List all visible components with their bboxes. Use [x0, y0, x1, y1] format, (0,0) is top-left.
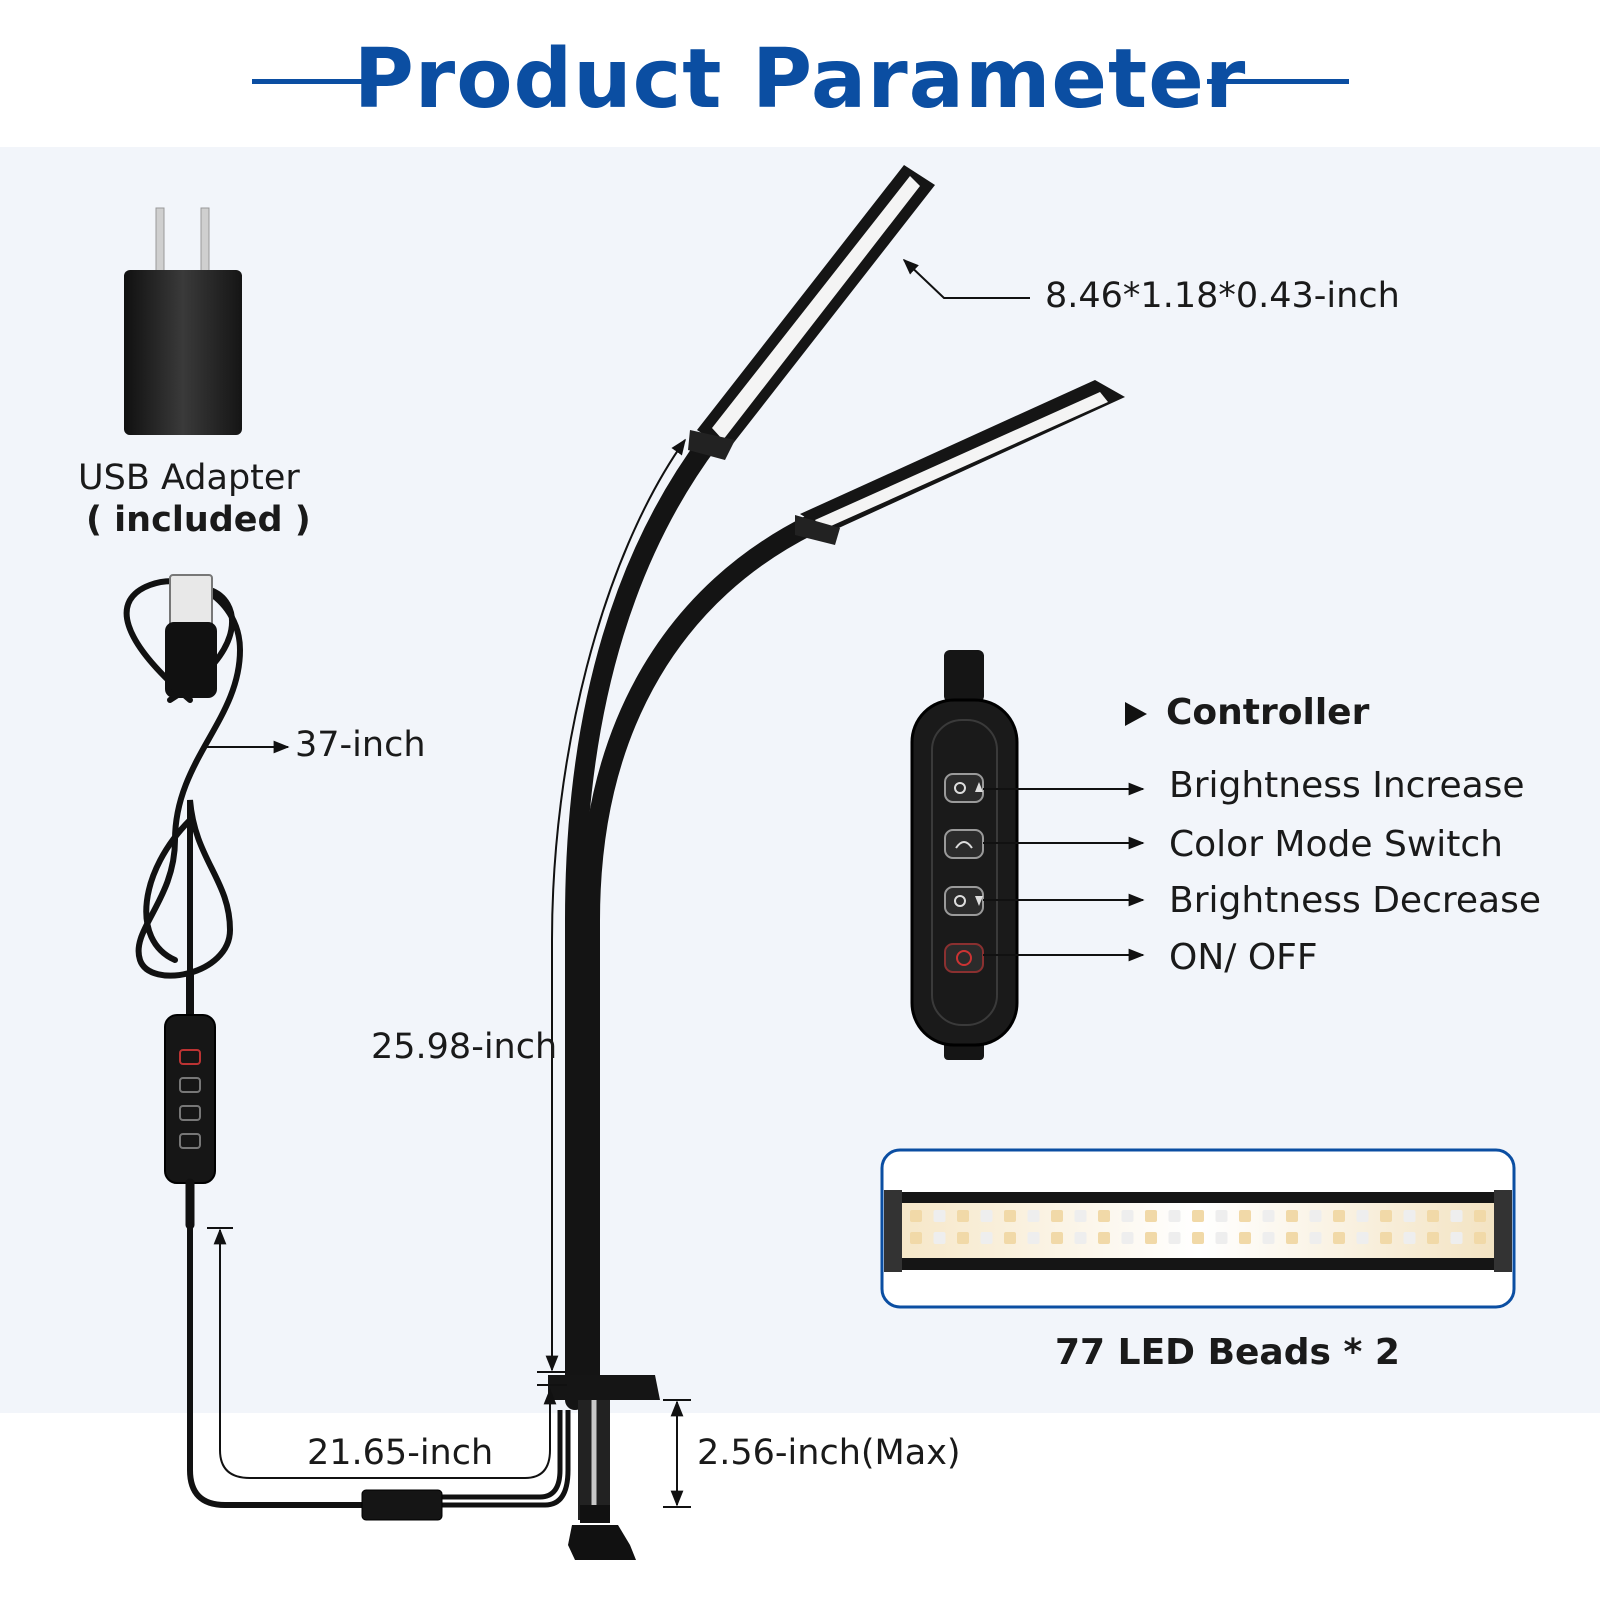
light-bar-lower	[795, 380, 1125, 545]
led-bead	[1145, 1232, 1157, 1244]
led-bead	[1356, 1232, 1369, 1244]
desk-clamp	[548, 1375, 660, 1560]
led-bead	[1474, 1210, 1486, 1222]
led-bead	[910, 1210, 922, 1222]
led-bead	[1098, 1210, 1110, 1222]
led-bead	[1403, 1210, 1416, 1222]
cable-length-label: 37-inch	[295, 725, 426, 765]
light-bar-size-leader	[902, 258, 1030, 299]
led-bead	[1192, 1232, 1204, 1244]
cord-length-dimension	[213, 1228, 557, 1479]
led-bead	[1333, 1210, 1345, 1222]
led-bead	[1239, 1232, 1251, 1244]
led-bead	[933, 1210, 946, 1222]
led-bead	[933, 1232, 946, 1244]
led-bead	[1450, 1210, 1463, 1222]
led-bead	[1356, 1210, 1369, 1222]
led-bead	[1450, 1232, 1463, 1244]
controller-label-brightness-decrease: Brightness Decrease	[1169, 880, 1541, 921]
led-bead	[1098, 1232, 1110, 1244]
gooseneck-length-arc	[545, 438, 686, 1372]
power-icon	[944, 943, 984, 973]
led-bead	[1004, 1232, 1016, 1244]
usb-adapter	[124, 207, 242, 435]
led-bead	[1262, 1232, 1275, 1244]
led-bead	[1051, 1210, 1063, 1222]
led-bead	[1427, 1210, 1439, 1222]
led-bead	[1027, 1210, 1040, 1222]
led-bead	[1380, 1232, 1392, 1244]
adapter-note: ( included )	[86, 500, 311, 540]
led-beads	[910, 1210, 1486, 1244]
gooseneck-length-label: 25.98-inch	[371, 1027, 558, 1067]
led-bead	[1145, 1210, 1157, 1222]
led-bead	[980, 1210, 993, 1222]
led-bead	[1286, 1232, 1298, 1244]
led-bead	[1262, 1210, 1275, 1222]
led-bead	[1168, 1210, 1181, 1222]
controller-label-brightness-increase: Brightness Increase	[1169, 765, 1525, 806]
led-bead	[1427, 1232, 1439, 1244]
usb-cable	[123, 574, 373, 1508]
controller-heading: Controller	[1166, 692, 1370, 733]
led-bead	[980, 1232, 993, 1244]
controller-label-color-mode: Color Mode Switch	[1169, 824, 1503, 865]
cord-length-label: 21.65-inch	[307, 1433, 494, 1473]
led-bead	[1168, 1232, 1181, 1244]
led-bead	[1074, 1210, 1087, 1222]
adapter-label: USB Adapter	[78, 458, 300, 498]
controller-leaders	[983, 782, 1145, 962]
title-rule-left	[252, 79, 394, 84]
led-bead	[957, 1232, 969, 1244]
led-bead	[1192, 1210, 1204, 1222]
title-rule-right	[1207, 79, 1349, 84]
led-bead	[1215, 1210, 1228, 1222]
clamp-opening-label: 2.56-inch(Max)	[697, 1433, 961, 1473]
led-bead	[910, 1232, 922, 1244]
led-bead	[1333, 1232, 1345, 1244]
color-mode-icon	[944, 829, 984, 859]
led-bead	[1380, 1210, 1392, 1222]
led-strip-closeup	[880, 1148, 1516, 1309]
light-bar-size-label: 8.46*1.18*0.43-inch	[1045, 276, 1400, 316]
led-bead	[1286, 1210, 1298, 1222]
inline-switch-buttons	[179, 1049, 201, 1149]
led-caption: 77 LED Beads * 2	[1055, 1332, 1400, 1373]
controller-label-on-off: ON/ OFF	[1169, 937, 1318, 978]
controller-device	[910, 650, 1019, 1060]
lamp-arms	[565, 430, 820, 1410]
led-bead	[1051, 1232, 1063, 1244]
page-title: Product Parameter	[353, 32, 1247, 127]
led-bead	[1074, 1232, 1087, 1244]
led-bead	[1121, 1232, 1134, 1244]
controller-button-icons	[944, 773, 984, 973]
led-bead	[1309, 1210, 1322, 1222]
led-bead	[1004, 1210, 1016, 1222]
power-cord	[361, 1410, 571, 1521]
led-bead	[1239, 1210, 1251, 1222]
led-bead	[1474, 1232, 1486, 1244]
header	[0, 0, 1600, 147]
controller-bullet-icon	[1125, 702, 1147, 726]
led-bead	[1121, 1210, 1134, 1222]
led-bead	[957, 1210, 969, 1222]
led-bead	[1027, 1232, 1040, 1244]
led-bead	[1309, 1232, 1322, 1244]
light-bar-upper	[688, 165, 935, 460]
led-bead	[1215, 1232, 1228, 1244]
led-bead	[1403, 1232, 1416, 1244]
